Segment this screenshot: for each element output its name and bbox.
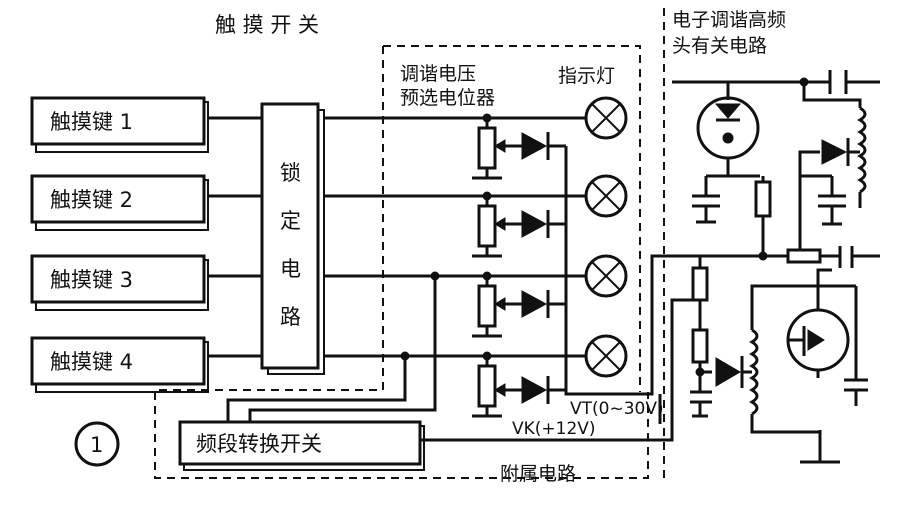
touch-key-1: 触摸键 1 (30, 96, 209, 153)
svg-text:路: 路 (280, 305, 301, 329)
auxiliary-dashed-border (154, 46, 649, 479)
preset-label-line2: 预选电位器 (400, 87, 495, 109)
touch-key-3: 触摸键 3 (30, 254, 209, 311)
svg-text:电: 电 (280, 257, 301, 281)
svg-text:定: 定 (280, 209, 301, 233)
svg-text:触摸键 4: 触摸键 4 (50, 350, 133, 374)
svg-text:触摸键 2: 触摸键 2 (50, 188, 133, 212)
svg-text:1: 1 (90, 433, 103, 457)
band-wire-2 (248, 276, 437, 422)
svg-text:锁: 锁 (280, 161, 301, 185)
touch-key-4: 触摸键 4 (30, 336, 209, 393)
figure-number: 1 (74, 421, 120, 467)
band-wire-1 (226, 356, 407, 422)
vt-label: VT(0~30V) (570, 399, 664, 419)
touch-key-2: 触摸键 2 (30, 174, 209, 231)
junction-dot (430, 271, 440, 281)
tuner-title-line2: 头有关电路 (672, 35, 767, 57)
svg-text:触摸键 1: 触摸键 1 (50, 110, 133, 134)
key-wires (208, 116, 262, 358)
auxiliary-label: 附属电路 (500, 463, 576, 485)
tuner-title-line1: 电子调谐高频 (672, 9, 786, 31)
junction-dot (400, 351, 410, 361)
svg-text:频段转换开关: 频段转换开关 (196, 432, 322, 456)
preset-label-line1: 调谐电压 (400, 63, 476, 85)
band-switch-box: 频段转换开关 (178, 420, 425, 471)
preset-potentiometers (472, 113, 700, 418)
preset-dashed-border (383, 45, 641, 392)
svg-text:触摸键 3: 触摸键 3 (50, 268, 133, 292)
lock-output-lines (324, 116, 585, 358)
tuner-circuit (672, 70, 880, 464)
lock-circuit-box: 锁 定 电 路 (260, 102, 325, 375)
vk-label: VK(+12V) (512, 419, 596, 439)
indicator-lamps (584, 96, 628, 378)
vk-wire (420, 298, 692, 442)
indicator-label: 指示灯 (558, 65, 615, 87)
touch-switch-title: 触 摸 开 关 (215, 13, 319, 37)
